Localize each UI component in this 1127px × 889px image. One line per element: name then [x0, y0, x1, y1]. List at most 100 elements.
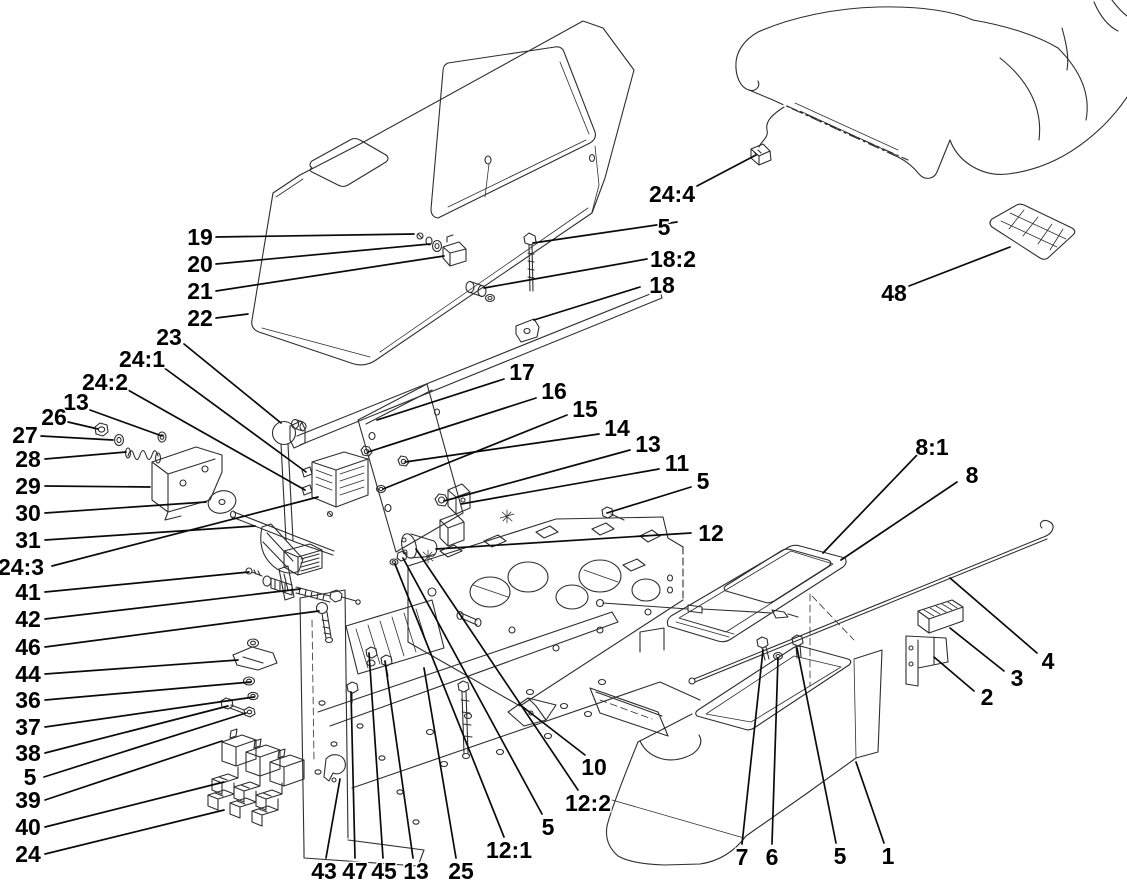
callout-label-21: 21 — [187, 278, 213, 304]
callout-5e: 5 — [606, 467, 711, 514]
seat-wire-harness — [758, 106, 785, 148]
callout-label-44: 44 — [15, 661, 41, 687]
callout-3: 3 — [949, 627, 1025, 693]
callout-30: 30 — [14, 499, 207, 528]
callout-46: 46 — [14, 610, 320, 662]
leader-line-24-3 — [51, 496, 319, 567]
leader-line-12-1 — [394, 563, 505, 838]
keypad-decal-48 — [989, 203, 1076, 260]
callout-8-1: 8:1 — [822, 433, 950, 554]
mounting-bracket-2 — [905, 635, 949, 687]
callout-label-18: 18 — [649, 272, 675, 298]
callout-18: 18 — [533, 271, 676, 321]
leader-line-13b — [384, 660, 414, 859]
callout-2: 2 — [933, 656, 995, 712]
leader-line-17 — [376, 378, 505, 421]
callout-28: 28 — [14, 445, 127, 474]
callout-24-1: 24:1 — [117, 345, 307, 473]
bracket-29 — [151, 446, 223, 521]
callout-label-24-2: 24:2 — [82, 369, 128, 395]
bracket-10 — [507, 697, 557, 727]
leader-line-24b — [44, 809, 225, 855]
callout-43: 43 — [310, 778, 341, 886]
callout-13c: 13 — [443, 430, 662, 502]
callout-25: 25 — [423, 667, 475, 886]
callout-label-11: 11 — [665, 450, 690, 476]
callout-label-31: 31 — [15, 527, 41, 553]
callout-38: 38 — [14, 705, 229, 768]
callout-12-1: 12:1 — [394, 563, 534, 865]
callout-label-27: 27 — [12, 422, 38, 448]
leader-line-47 — [350, 691, 356, 859]
leader-line-28 — [44, 451, 127, 460]
callout-10: 10 — [518, 703, 608, 782]
leader-line-24-1 — [162, 366, 307, 473]
callout-12: 12 — [435, 519, 725, 550]
washer-27 — [113, 433, 125, 447]
callout-37: 37 — [14, 696, 255, 742]
leader-line-7 — [741, 649, 764, 845]
callout-45: 45 — [368, 652, 398, 886]
leader-line-25 — [423, 667, 457, 859]
callout-24-2: 24:2 — [80, 368, 306, 491]
washer-12-1 — [389, 558, 399, 566]
throttle-cable-4 — [688, 520, 1054, 685]
callout-label-36: 36 — [15, 687, 41, 713]
leader-line-5e — [606, 486, 692, 514]
callout-label-40: 40 — [15, 814, 41, 840]
dash-panel — [407, 516, 684, 707]
spring-28 — [127, 449, 159, 461]
leader-line-26 — [67, 421, 99, 430]
switch-21 — [442, 234, 467, 267]
callout-6: 6 — [764, 657, 780, 872]
callout-label-26: 26 — [41, 404, 67, 430]
leader-line-23 — [183, 343, 282, 424]
rod-31 — [231, 511, 335, 556]
callout-label-5c: 5 — [834, 843, 847, 869]
callout-label-8: 8 — [966, 462, 979, 488]
callout-label-12: 12 — [698, 520, 724, 546]
callout-13a: 13 — [62, 388, 163, 437]
callout-19: 19 — [186, 223, 415, 252]
callout-label-6: 6 — [766, 844, 779, 870]
callout-12-2: 12:2 — [415, 548, 613, 818]
left-hardware-cluster — [94, 422, 335, 556]
callout-24-3: 24:3 — [0, 496, 319, 582]
callout-label-5d: 5 — [658, 214, 671, 240]
callout-label-13c: 13 — [635, 431, 661, 457]
ball-knob-23 — [271, 420, 297, 446]
armrest-panel-8 — [666, 544, 847, 643]
bolt-5-top — [523, 232, 537, 292]
strip-foot-tab — [515, 318, 540, 343]
screw-19 — [416, 232, 424, 240]
leader-line-39 — [44, 740, 223, 801]
leader-line-36 — [44, 681, 252, 701]
screw-41 — [245, 567, 253, 575]
callout-5a: 5 — [22, 712, 247, 792]
bracket-44-hardware — [220, 638, 278, 718]
leader-line-40 — [44, 781, 225, 828]
panel-switch-hardware — [416, 232, 537, 303]
callout-label-13a: 13 — [63, 389, 89, 415]
leader-line-31 — [44, 525, 256, 541]
leader-line-12 — [435, 532, 692, 550]
callout-label-24-3: 24:3 — [0, 554, 44, 580]
callout-label-25: 25 — [448, 858, 474, 884]
leader-line-11 — [460, 468, 660, 505]
callout-label-24-1: 24:1 — [119, 346, 165, 372]
callout-1: 1 — [855, 761, 896, 871]
callout-label-38: 38 — [15, 740, 41, 766]
leader-line-21 — [215, 255, 445, 292]
bolt-25 — [457, 680, 473, 755]
callout-24b: 24 — [14, 809, 225, 869]
callout-label-12-1: 12:1 — [486, 837, 532, 863]
callout-label-18-2: 18:2 — [650, 246, 696, 272]
leader-line-10 — [518, 703, 586, 756]
callout-48: 48 — [880, 246, 1011, 308]
callout-44: 44 — [14, 659, 239, 689]
leader-line-41 — [44, 571, 250, 593]
callout-label-17: 17 — [509, 359, 535, 385]
connector-tab-24-1 — [301, 466, 313, 478]
callout-24-4: 24:4 — [647, 154, 757, 209]
